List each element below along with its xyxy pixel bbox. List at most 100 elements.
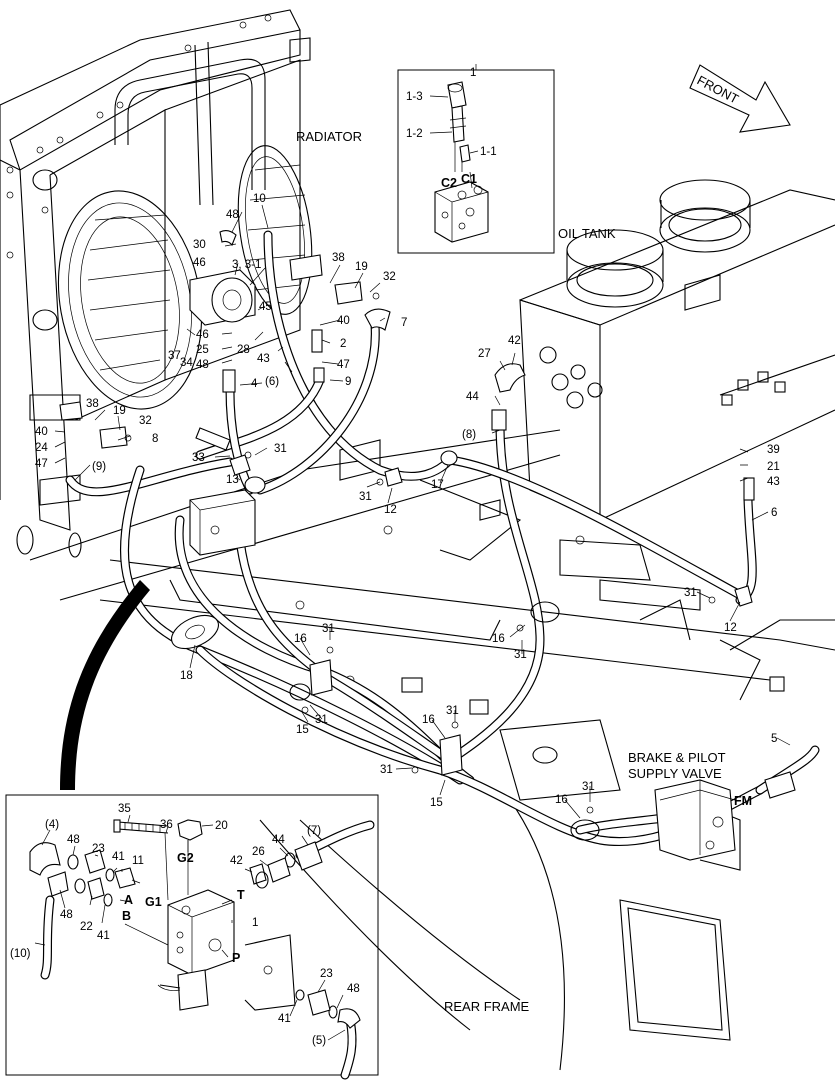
callout-12: 12: [384, 504, 397, 516]
callout-19: 19: [355, 261, 368, 273]
inset-label-48a: 48: [67, 834, 80, 846]
brake-valve-caption-line1: BRAKE & PILOT: [628, 750, 726, 765]
inset-label-41a: 41: [112, 851, 125, 863]
inset-label-a: A: [124, 893, 133, 907]
callout-8: 8: [152, 433, 158, 445]
inset-label-36: 36: [160, 819, 173, 831]
callout-12b: 12: [724, 622, 737, 634]
inset-label-p: P: [232, 951, 240, 965]
callout-18: 18: [180, 670, 193, 682]
radiator-caption: RADIATOR: [296, 129, 362, 144]
callout-32: 32: [383, 271, 396, 283]
callout-8-paren: (8): [462, 429, 476, 441]
callout-48b: 48: [196, 359, 209, 371]
inset-label-41b: 41: [97, 930, 110, 942]
callout-31h: 31: [380, 764, 393, 776]
inset-label-48b: 48: [60, 909, 73, 921]
callout-38: 38: [332, 252, 345, 264]
callout-7: 7: [401, 317, 407, 329]
callout-31b: 31: [359, 491, 372, 503]
callout-28: 28: [237, 344, 250, 356]
inset-label-b: B: [122, 909, 131, 923]
callout-31g: 31: [446, 705, 459, 717]
callout-47: 47: [337, 359, 350, 371]
callout-30: 30: [193, 239, 206, 251]
inset-connection-detail: 35 36 20 G2 (7) 44 26 42 (4) 48 23 41 11…: [5, 794, 379, 1080]
callout-25: 25: [196, 344, 209, 356]
inset-label-48c: 48: [347, 983, 360, 995]
callout-numbers: 10 48 30 46 3, 3-1 45 37 34 46 25 48 28 …: [35, 193, 780, 809]
callout-24: 24: [35, 442, 48, 454]
callout-31d: 31: [322, 623, 335, 635]
front-arrow: FRONT: [689, 64, 791, 133]
callout-46: 46: [193, 257, 206, 269]
callout-48: 48: [226, 209, 239, 221]
fm-port-label: FM: [734, 794, 752, 808]
callout-31a: 31: [274, 443, 287, 455]
callout-37: 37: [168, 350, 181, 362]
callout-31e: 31: [514, 649, 527, 661]
rear-frame-caption: REAR FRAME: [444, 999, 530, 1014]
callout-46b: 46: [196, 329, 209, 341]
callout-19b: 19: [113, 405, 126, 417]
inset-label-p7: (7): [307, 825, 321, 837]
oil-tank-caption: OIL TANK: [558, 226, 616, 241]
callout-2: 2: [340, 338, 346, 350]
callout-31i: 31: [582, 781, 595, 793]
callout-34: 34: [180, 357, 193, 369]
callout-9: 9: [345, 376, 351, 388]
callout-43: 43: [257, 353, 270, 365]
callout-31f: 31: [315, 714, 328, 726]
callout-40: 40: [337, 315, 350, 327]
inset-label-t: T: [237, 888, 245, 902]
leader-lines: [54, 204, 791, 819]
callout-4: 4: [251, 378, 258, 390]
callout-42: 42: [508, 335, 521, 347]
callout-38b: 38: [86, 398, 99, 410]
callout-32b: 32: [139, 415, 152, 427]
inset-label-23a: 23: [92, 843, 105, 855]
inset-label-p10: (10): [10, 948, 31, 960]
label-1-3: 1-3: [406, 91, 423, 103]
inset-title: 1: [470, 67, 476, 79]
callout-27: 27: [478, 348, 491, 360]
callout-16b: 16: [492, 633, 505, 645]
inset-label-44: 44: [272, 834, 285, 846]
components: [59, 229, 796, 861]
inset-label-22: 22: [80, 921, 93, 933]
callout-21: 21: [767, 461, 780, 473]
inset-label-42: 42: [230, 855, 243, 867]
callout-47b: 47: [35, 458, 48, 470]
callout-16c: 16: [422, 714, 435, 726]
callout-9-paren: (9): [92, 461, 106, 473]
callout-45: 45: [259, 301, 272, 313]
brake-valve-caption-line2: SUPPLY VALVE: [628, 766, 722, 781]
callout-16a: 16: [294, 633, 307, 645]
callout-17: 17: [431, 479, 444, 491]
callout-39: 39: [767, 444, 780, 456]
callout-6-paren: (6): [265, 376, 279, 388]
inset-label-41c: 41: [278, 1013, 291, 1025]
inset-label-26: 26: [252, 846, 265, 858]
callout-15a: 15: [296, 724, 309, 736]
inset-label-g1: G1: [145, 895, 162, 909]
inset-label-1: 1: [252, 917, 258, 929]
callout-16d: 16: [555, 794, 568, 806]
callout-44: 44: [466, 391, 479, 403]
callout-5: 5: [771, 733, 777, 745]
inset-label-g2: G2: [177, 851, 194, 865]
inset-label-35: 35: [118, 803, 131, 815]
callout-33: 33: [192, 452, 205, 464]
inset-valve-detail: 1 1-3 1-2 1-1 C2 C1: [397, 64, 555, 254]
inset-label-11: 11: [132, 855, 144, 867]
callout-10: 10: [253, 193, 266, 205]
label-1-1: 1-1: [480, 146, 497, 158]
inset-label-p5: (5): [312, 1035, 326, 1047]
callout-31c: 31: [684, 587, 697, 599]
callout-15b: 15: [430, 797, 443, 809]
callout-13: 13: [226, 474, 239, 486]
label-1-2: 1-2: [406, 128, 423, 140]
callout-3: 3, 3-1: [232, 259, 261, 271]
inset-label-23b: 23: [320, 968, 333, 980]
